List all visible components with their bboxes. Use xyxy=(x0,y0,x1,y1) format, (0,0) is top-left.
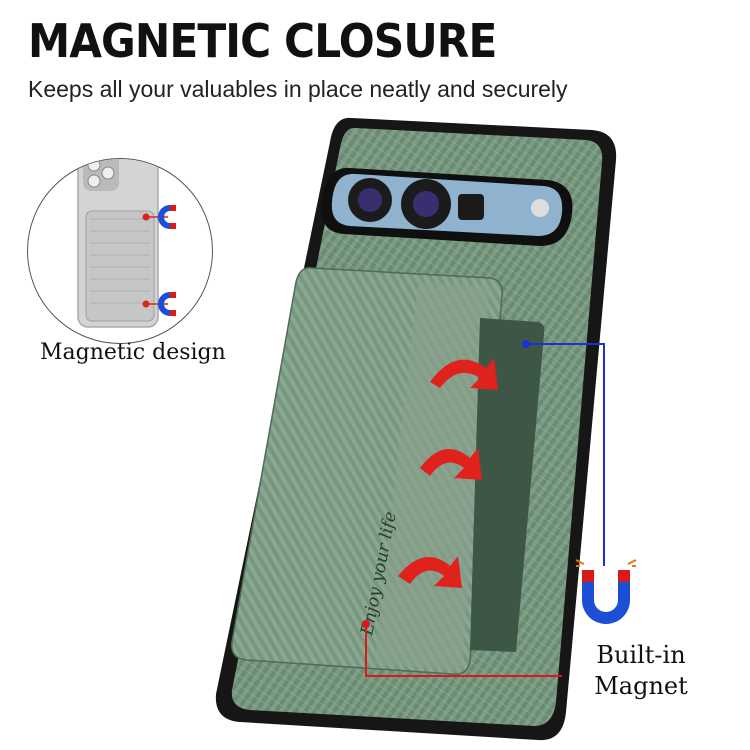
open-arrow-1 xyxy=(430,358,498,390)
built-in-label-line2: Magnet xyxy=(594,672,688,700)
camera-bar xyxy=(321,167,573,246)
magnet-icon xyxy=(575,559,637,624)
magnetic-design-inset xyxy=(27,158,213,344)
open-arrow-3 xyxy=(398,556,462,588)
inset-phone-illustration xyxy=(77,159,176,328)
camera-flash xyxy=(531,199,549,217)
camera-sensor xyxy=(458,194,484,220)
open-arrow-2 xyxy=(420,448,482,480)
magnet-callout-red xyxy=(362,620,562,677)
built-in-magnet-label: Built-in Magnet xyxy=(566,640,716,702)
inset-magnet-icon-bottom xyxy=(158,292,176,316)
magnet-callout-blue xyxy=(522,340,605,566)
page-title: MAGNETIC CLOSURE xyxy=(28,14,497,68)
magnetic-design-label: Magnetic design xyxy=(40,340,226,365)
page-subtitle: Keeps all your valuables in place neatly… xyxy=(28,76,568,102)
inset-magnet-icon-top xyxy=(158,205,176,229)
built-in-label-line1: Built-in xyxy=(596,641,686,669)
